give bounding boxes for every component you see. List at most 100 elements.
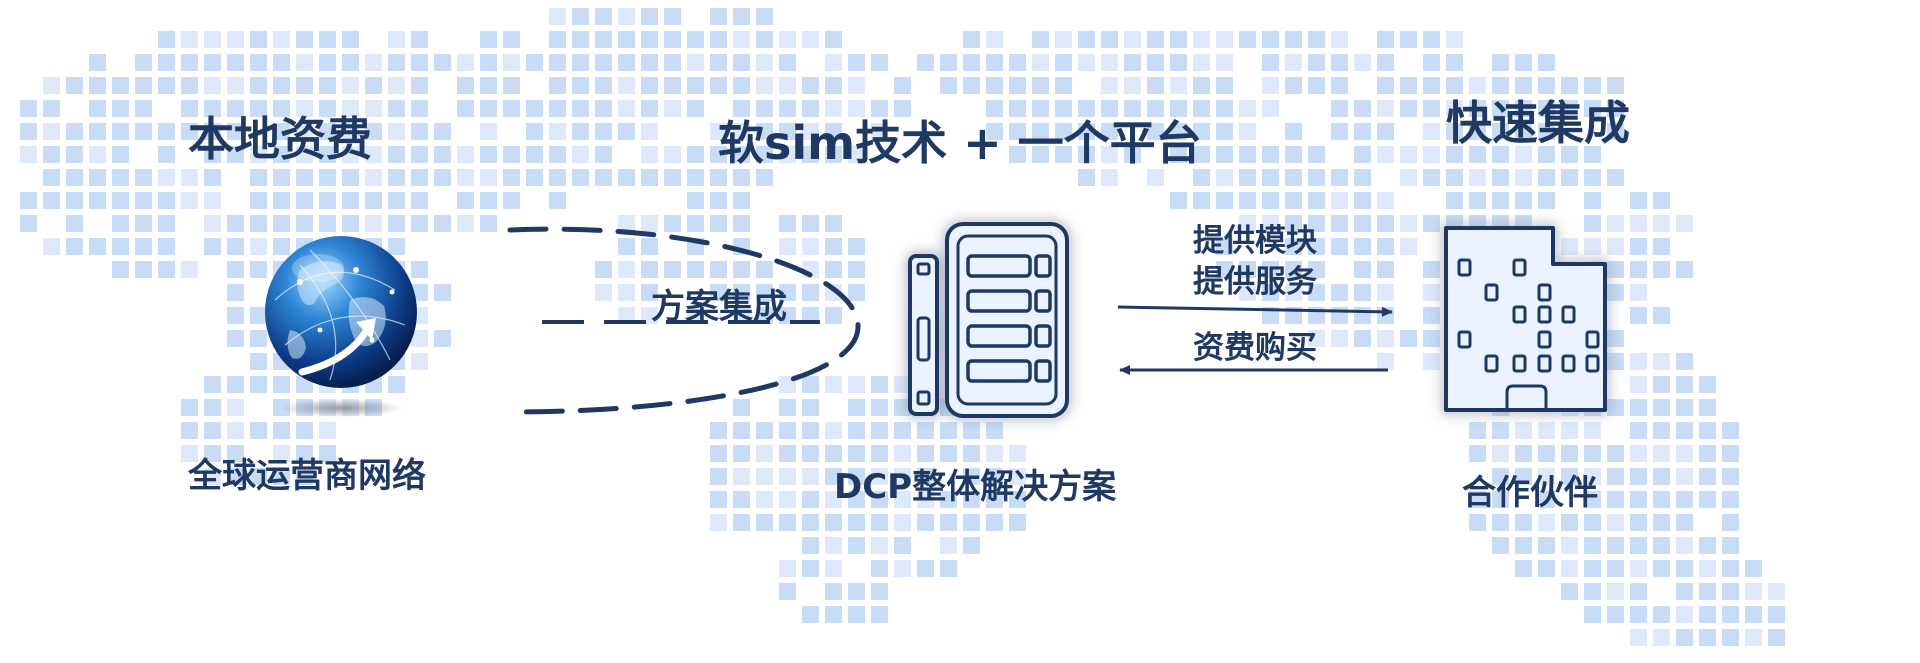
map-dot <box>296 169 313 186</box>
map-dot <box>1423 261 1440 278</box>
map-dot <box>1630 238 1647 255</box>
map-dot <box>802 376 819 393</box>
map-dot <box>135 261 152 278</box>
map-dot <box>687 146 704 163</box>
map-dot <box>710 215 727 232</box>
map-dot <box>549 8 566 25</box>
map-dot <box>1469 123 1486 140</box>
map-dot <box>1653 215 1670 232</box>
map-dot <box>158 192 175 209</box>
map-dot <box>1722 514 1739 531</box>
map-dot <box>411 54 428 71</box>
map-dot <box>963 31 980 48</box>
map-dot <box>549 146 566 163</box>
map-dot <box>1561 514 1578 531</box>
map-dot <box>848 445 865 462</box>
map-dot <box>1584 215 1601 232</box>
map-dot <box>20 146 37 163</box>
map-dot <box>1423 169 1440 186</box>
map-dot <box>434 169 451 186</box>
map-dot <box>1630 606 1647 623</box>
map-dot <box>618 54 635 71</box>
map-dot <box>112 146 129 163</box>
map-dot <box>963 77 980 94</box>
map-dot <box>756 77 773 94</box>
map-dot <box>1446 123 1463 140</box>
map-dot <box>1699 537 1716 554</box>
map-dot <box>1538 146 1555 163</box>
map-dot <box>1653 468 1670 485</box>
map-dot <box>158 123 175 140</box>
map-dot <box>1630 284 1647 301</box>
map-dot <box>1331 238 1348 255</box>
map-dot <box>641 169 658 186</box>
map-dot <box>1377 100 1394 117</box>
map-dot <box>756 123 773 140</box>
map-dot <box>411 169 428 186</box>
heading-local-tariff: 本地资费 <box>188 112 372 166</box>
map-dot <box>1193 77 1210 94</box>
map-dot <box>1607 514 1624 531</box>
integration-dashed-ellipse <box>507 226 861 415</box>
map-dot <box>756 284 773 301</box>
map-dot <box>1308 31 1325 48</box>
caption-global-operators: 全球运营商网络 <box>188 456 426 496</box>
map-dot <box>319 146 336 163</box>
map-dot <box>526 54 543 71</box>
map-dot <box>1607 169 1624 186</box>
heading-soft-sim-platform: 软sim技术 + 一个平台 <box>718 116 1202 170</box>
map-dot <box>1469 100 1486 117</box>
map-dot <box>986 491 1003 508</box>
map-dot <box>181 100 198 117</box>
map-dot <box>733 192 750 209</box>
map-dot <box>1078 54 1095 71</box>
map-dot <box>1400 146 1417 163</box>
map-dot <box>779 399 796 416</box>
map-dot <box>756 31 773 48</box>
map-dot <box>480 100 497 117</box>
map-dot <box>1584 169 1601 186</box>
map-dot <box>664 100 681 117</box>
map-dot <box>825 307 842 324</box>
map-dot <box>319 422 336 439</box>
map-dot <box>1676 468 1693 485</box>
map-dot <box>273 468 290 485</box>
map-dot <box>664 54 681 71</box>
map-dot <box>549 77 566 94</box>
map-dot <box>549 31 566 48</box>
map-dot <box>1607 284 1624 301</box>
map-dot <box>181 192 198 209</box>
map-dot <box>273 31 290 48</box>
map-dot <box>894 560 911 577</box>
map-dot <box>503 169 520 186</box>
map-dot <box>1492 100 1509 117</box>
map-dot <box>480 77 497 94</box>
map-dot <box>1423 353 1440 370</box>
map-dot <box>181 123 198 140</box>
map-dot <box>1216 31 1233 48</box>
map-dot <box>1055 100 1072 117</box>
map-dot <box>1400 169 1417 186</box>
map-dot <box>1193 146 1210 163</box>
map-dot <box>1538 123 1555 140</box>
map-dot <box>1538 169 1555 186</box>
map-dot <box>1032 100 1049 117</box>
map-dot <box>388 54 405 71</box>
map-dot <box>1492 192 1509 209</box>
map-dot <box>618 307 635 324</box>
map-dot <box>687 215 704 232</box>
map-dot <box>1032 54 1049 71</box>
map-dot <box>1377 238 1394 255</box>
map-dot <box>434 146 451 163</box>
map-dot <box>434 123 451 140</box>
map-dot <box>1561 238 1578 255</box>
map-dot <box>940 445 957 462</box>
map-dot <box>135 192 152 209</box>
map-dot <box>1423 100 1440 117</box>
map-dot <box>1515 54 1532 71</box>
map-dot <box>1607 353 1624 370</box>
map-dot <box>388 215 405 232</box>
map-dot <box>1676 514 1693 531</box>
map-dot <box>1170 54 1187 71</box>
